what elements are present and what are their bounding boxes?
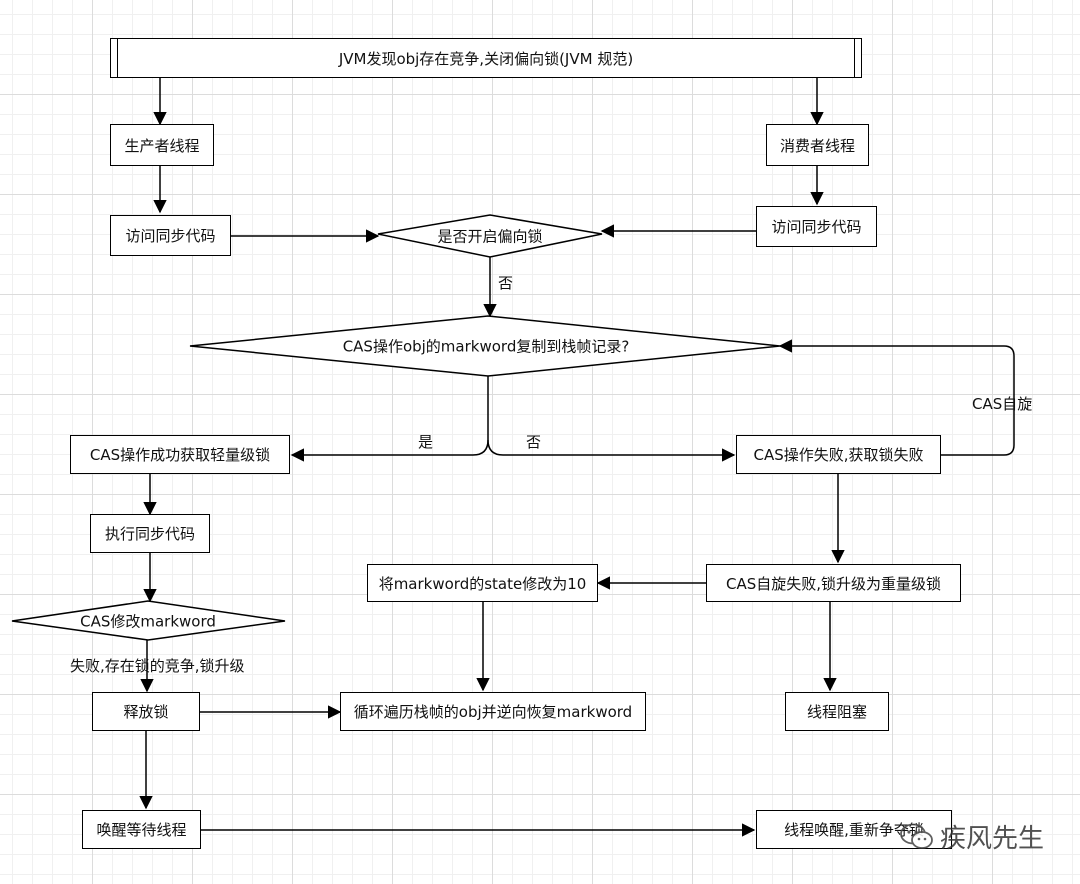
exec-sync-node: 执行同步代码 — [90, 514, 210, 553]
spin-fail-node: CAS自旋失败,锁升级为重量级锁 — [706, 564, 961, 602]
wake-waiting-node: 唤醒等待线程 — [82, 810, 201, 849]
access-left-node: 访问同步代码 — [110, 215, 231, 256]
edge-cas-spin — [778, 339, 1015, 456]
title-node: JVM发现obj存在竞争,关闭偏向锁(JVM 规范) — [110, 38, 862, 78]
cas-success-node: CAS操作成功获取轻量级锁 — [70, 435, 290, 474]
wechat-icon — [900, 823, 933, 849]
cas-fail-node: CAS操作失败,获取锁失败 — [736, 435, 941, 474]
edge-label-fail-upgrade: 失败,存在锁的竞争,锁升级 — [70, 657, 245, 675]
set-state-node: 将markword的state修改为10 — [367, 564, 598, 602]
thread-block-node: 线程阻塞 — [785, 692, 889, 731]
title-label: JVM发现obj存在竞争,关闭偏向锁(JVM 规范) — [338, 49, 634, 68]
decision-biased-shape — [377, 214, 603, 258]
decision-markword-shape — [11, 600, 286, 641]
access-right-node: 访问同步代码 — [756, 206, 877, 247]
edge-label-cas-spin: CAS自旋 — [972, 395, 1033, 413]
edge-label-no-cas: 否 — [526, 433, 542, 451]
decision-markword-label: CAS修改markword — [80, 612, 216, 631]
producer-node: 生产者线程 — [110, 124, 214, 166]
restore-markword-node: 循环遍历栈帧的obj并逆向恢复markword — [340, 692, 646, 731]
consumer-node: 消费者线程 — [766, 124, 869, 166]
release-lock-node: 释放锁 — [92, 692, 200, 731]
decision-biased-label: 是否开启偏向锁 — [437, 227, 543, 246]
edge-cas-fail — [487, 439, 736, 462]
decision-cas-label: CAS操作obj的markword复制到栈帧记录? — [342, 337, 630, 356]
watermark: 疾风先生 — [900, 818, 1044, 855]
edge-cas-success — [290, 376, 489, 462]
edge-label-no-biased: 否 — [498, 274, 514, 292]
edge-label-yes-cas: 是 — [418, 433, 434, 451]
watermark-text: 疾风先生 — [940, 824, 1045, 854]
decision-cas-shape — [189, 315, 781, 377]
